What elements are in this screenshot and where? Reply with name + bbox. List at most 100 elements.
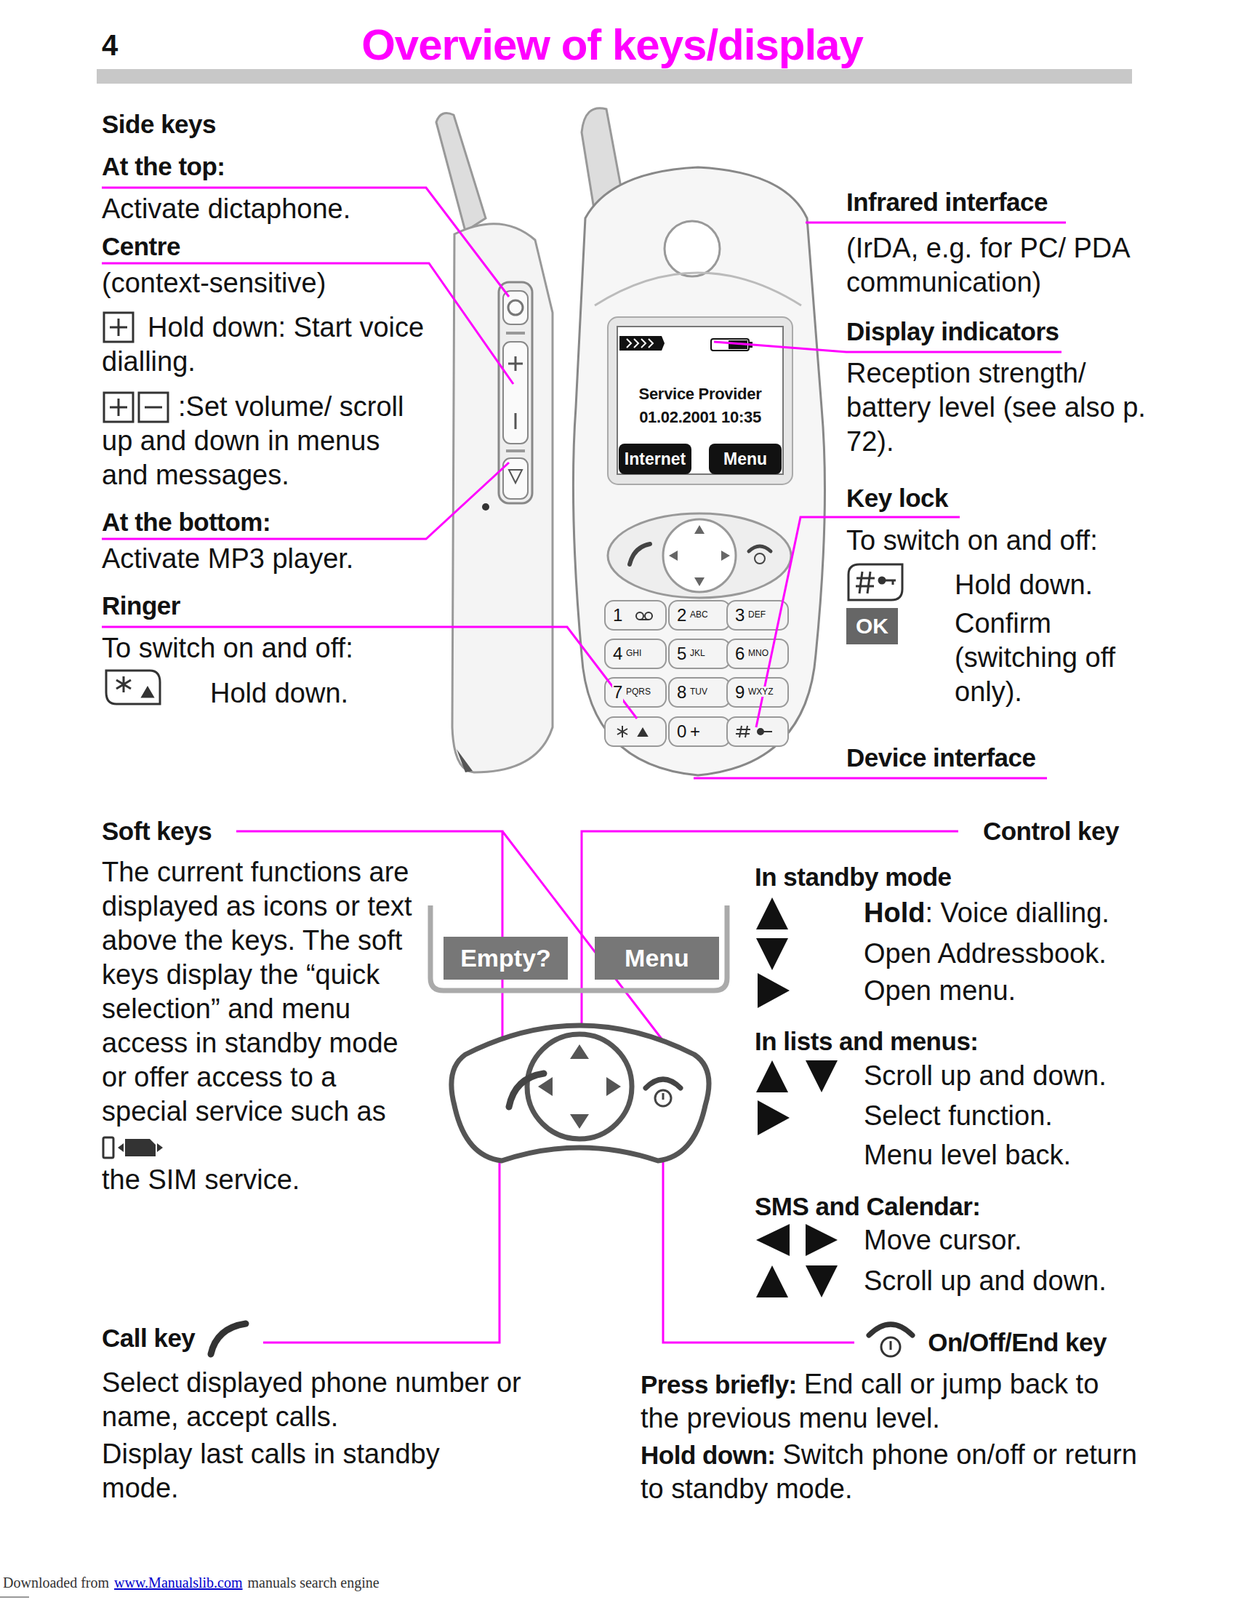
callout-text: Soft keys (101, 815, 212, 848)
callout-text: DEF (747, 609, 767, 620)
callout-text: 4 (101, 27, 118, 63)
enlarged-keypad (645, 1078, 681, 1088)
leader-lines (805, 221, 1066, 224)
control-arrows (805, 1060, 838, 1093)
callout-text: On/Off/End key (927, 1326, 1107, 1359)
front-view-phone (617, 612, 773, 738)
callout-text: Service Provider (617, 383, 784, 405)
enlarged-keypad (451, 1025, 709, 1161)
sim-service-icon (103, 1137, 114, 1158)
enlarged-keypad (662, 1092, 665, 1100)
callout-text: 3 (734, 605, 746, 625)
callout-text: 9 (734, 682, 746, 702)
callout-text: :Set volume/ scroll up and down in menus… (101, 389, 422, 493)
leader-lines (101, 626, 637, 719)
callout-text: Display last calls in standby mode. (101, 1436, 509, 1506)
front-view-phone (619, 335, 665, 351)
callout-text: Select displayed phone number or name, a… (101, 1365, 553, 1434)
side-key-icons (138, 392, 168, 422)
side-view-phone (503, 290, 528, 325)
control-arrows (756, 937, 789, 970)
front-view-phone (735, 725, 751, 738)
callout-text: : Voice dialling. (924, 897, 1110, 928)
callout-text: Key lock (846, 482, 949, 515)
callout-text: (IrDA, e.g. for PC/ PDA communication) (846, 231, 1159, 300)
front-view-phone (629, 543, 650, 565)
key-label: OK (855, 613, 889, 639)
control-arrows (805, 1265, 838, 1298)
text-group: Hold down:Switch phone on/off or return … (640, 1437, 1143, 1506)
callout-text: To switch on and off: (846, 523, 1098, 558)
callout-text: www.Manualslib.com (114, 1574, 243, 1591)
soft-key-box: Internet (618, 443, 692, 475)
callout-text: ABC (689, 609, 709, 620)
front-view-phone (604, 639, 666, 669)
callout-text: 2 (676, 605, 688, 625)
front-view-phone (668, 639, 730, 669)
callout-text: The current functions are displayed as i… (101, 856, 413, 1127)
callout-text: 0 (676, 721, 688, 741)
end-key-icon (868, 1323, 913, 1335)
hash-key-icon (879, 577, 885, 584)
front-view-phone (668, 716, 730, 746)
key-label: Menu (624, 943, 690, 973)
enlarged-keypad (527, 1033, 632, 1139)
callout-text: Scroll up and down. (863, 1263, 1107, 1298)
callout-text: 1 (612, 605, 624, 625)
star-key-icon (106, 670, 160, 704)
callout-text: Hold down: (640, 1440, 776, 1469)
callout-text: PQRS (625, 686, 652, 697)
control-arrows (805, 1223, 838, 1256)
side-view-phone (482, 503, 490, 511)
front-view-phone (604, 677, 666, 707)
key-label: Empty? (460, 943, 552, 973)
front-view-phone (748, 546, 771, 552)
side-view-phone (508, 300, 523, 315)
front-view-phone (668, 600, 730, 630)
front-view-phone (727, 639, 789, 669)
callout-text: Scroll up and down. (863, 1058, 1107, 1093)
front-view-phone (644, 612, 653, 620)
front-view-phone (763, 730, 773, 733)
front-view-phone (626, 338, 653, 348)
callout-text: Hold (863, 897, 925, 928)
front-view-phone (607, 513, 792, 598)
callout-text: Device interface (846, 741, 1036, 774)
enlarged-keypad (430, 905, 728, 1161)
callout-text: Infrared interface (846, 186, 1048, 219)
call-key-icon (210, 1323, 246, 1354)
callout-text: To switch on and off: (101, 631, 354, 666)
front-view-phone (572, 108, 825, 776)
control-arrows (756, 1223, 790, 1256)
page-title: Overview of keys/display (0, 18, 1225, 72)
callout-text: Display indicators (846, 315, 1059, 348)
callout-text: In standby mode (754, 860, 952, 893)
callout-text: Hold down: Start voice dialling. (101, 310, 429, 379)
side-view-phone (514, 412, 517, 429)
star-key-icon (106, 670, 160, 704)
front-view-phone (727, 677, 789, 707)
side-key-icons (109, 398, 128, 416)
leader-lines (693, 777, 1047, 780)
callout-text: MNO (747, 647, 770, 658)
front-view-phone (638, 728, 648, 736)
sim-service-icon (125, 1138, 156, 1157)
side-key-icons (103, 392, 134, 422)
side-view-phone (506, 331, 525, 335)
callout-text: In lists and menus: (754, 1025, 979, 1058)
callout-text: Call key (101, 1321, 195, 1354)
front-view-phone (668, 677, 730, 707)
control-arrows (757, 972, 790, 1008)
end-key-icon (868, 1323, 913, 1356)
callout-text: Reception strength/ battery level (see a… (846, 356, 1152, 459)
callout-text: 7 (612, 682, 624, 702)
callout-text: manuals search engine (247, 1574, 380, 1591)
callout-text: Downloaded from (2, 1574, 110, 1591)
callout-text: Confirm (switching off only). (954, 606, 1130, 709)
callout-text: 4 (612, 644, 624, 664)
enlarged-keypad (538, 1044, 621, 1129)
side-view-phone (498, 282, 533, 504)
hash-key-icon (848, 564, 903, 600)
front-view-phone (617, 725, 628, 738)
side-view-phone (456, 748, 473, 773)
